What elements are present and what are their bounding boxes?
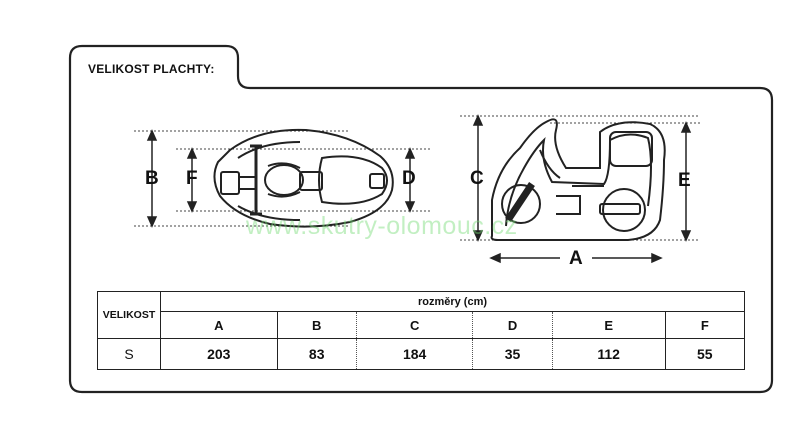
motorcycle-side-view-icon	[460, 115, 700, 241]
size-table: VELIKOST rozměry (cm) A B C D E F S 203 …	[97, 291, 746, 370]
watermark-text: www.skutry-olomouc.cz	[246, 212, 518, 240]
dimension-label-e: E	[678, 170, 691, 191]
column-header-b: B	[276, 311, 357, 339]
dimension-label-a: A	[569, 248, 583, 269]
value-cell-e: 112	[551, 338, 666, 370]
dimension-label-d: D	[402, 168, 416, 189]
dimension-label-b: B	[145, 168, 159, 189]
table-row: S 203 83 184 35 112 55	[97, 338, 746, 370]
column-header-f: F	[664, 311, 746, 339]
column-header-d: D	[472, 311, 553, 339]
value-cell-f: 55	[664, 338, 746, 370]
value-cell-d: 35	[472, 338, 553, 370]
value-cell-c: 184	[355, 338, 474, 370]
column-header-a: A	[160, 311, 278, 339]
column-header-e: E	[551, 311, 666, 339]
dimension-label-c: C	[470, 168, 484, 189]
dimensions-header: rozměry (cm)	[160, 291, 745, 312]
dimension-label-f: F	[186, 168, 198, 189]
value-cell-b: 83	[276, 338, 357, 370]
size-column-header: VELIKOST	[97, 291, 161, 339]
cover-size-title: VELIKOST PLACHTY:	[88, 62, 215, 76]
scooter-top-view-icon	[134, 128, 430, 228]
value-cell-a: 203	[160, 338, 278, 370]
size-cell: S	[97, 338, 161, 370]
column-header-c: C	[355, 311, 474, 339]
